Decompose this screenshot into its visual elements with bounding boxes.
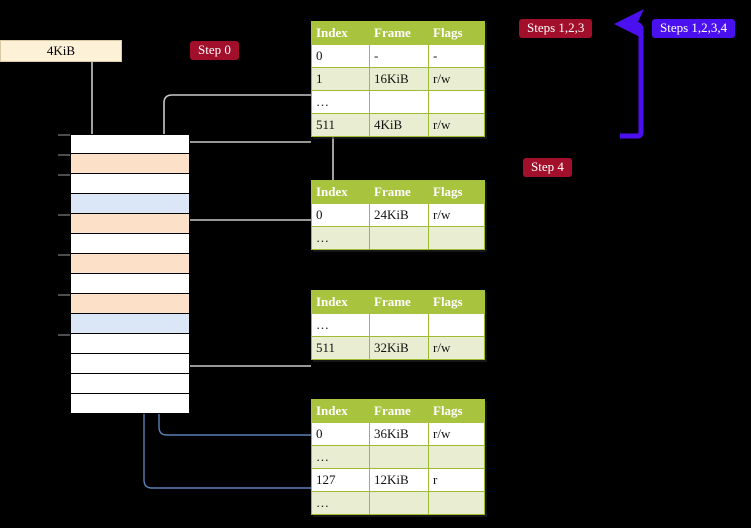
cell-frame [369, 90, 429, 114]
table-row: … [311, 491, 485, 515]
cell-index: 0 [311, 422, 370, 446]
cell-flags: r/w [428, 113, 485, 137]
cell-index: … [311, 90, 370, 114]
cell-index: 511 [311, 113, 370, 137]
column-header-frame: Frame [369, 399, 429, 423]
table-row: … [311, 445, 485, 469]
memory-size-box: 4KiB [0, 40, 122, 62]
cell-flags: r/w [428, 203, 485, 227]
arrow-level1-in [177, 141, 311, 151]
label-steps-1234: Steps 1,2,3,4 [652, 19, 736, 39]
memory-frame-row [70, 394, 190, 414]
column-header-flags: Flags [428, 180, 485, 204]
memory-frame-row [70, 374, 190, 394]
cell-index: … [311, 491, 370, 515]
table-row: … [311, 226, 485, 250]
memory-frame-row [70, 294, 190, 314]
table-row: … [311, 90, 485, 114]
cell-flags: r/w [428, 67, 485, 91]
arrow-steps-bracket [613, 9, 644, 139]
column-header-flags: Flags [428, 290, 485, 314]
label-step-4: Step 4 [523, 158, 572, 178]
cell-index: 511 [311, 336, 370, 360]
cell-index: … [311, 445, 370, 469]
column-header-frame: Frame [369, 180, 429, 204]
column-header-flags: Flags [428, 21, 485, 45]
cell-frame: 36KiB [369, 422, 429, 446]
cell-index: 0 [311, 44, 370, 68]
memory-frame-row [70, 174, 190, 194]
column-header-frame: Frame [369, 290, 429, 314]
cell-index: 0 [311, 203, 370, 227]
memory-frame-row [70, 334, 190, 354]
cell-flags: r/w [428, 422, 485, 446]
label-steps-123: Steps 1,2,3 [519, 19, 593, 39]
arrow-level3-in [181, 336, 311, 367]
column-header-index: Index [311, 290, 370, 314]
cell-frame: 12KiB [369, 468, 429, 492]
cell-flags [428, 90, 485, 114]
table-row: … [311, 313, 485, 337]
cell-index: … [311, 313, 370, 337]
cell-flags: r/w [428, 336, 485, 360]
arrow-level2-in [171, 219, 311, 260]
cell-flags [428, 445, 485, 469]
memory-frame-row [70, 254, 190, 274]
cell-frame: 4KiB [369, 113, 429, 137]
cell-frame: 32KiB [369, 336, 429, 360]
column-header-index: Index [311, 399, 370, 423]
memory-frame-row [70, 354, 190, 374]
cell-index: … [311, 226, 370, 250]
memory-frame-row [70, 194, 190, 214]
cell-frame [369, 445, 429, 469]
memory-frame-row [70, 314, 190, 334]
column-header-index: Index [311, 180, 370, 204]
memory-frame-row [70, 274, 190, 294]
memory-frame-row [70, 154, 190, 174]
memory-frame-row [70, 234, 190, 254]
memory-size-label: 4KiB [46, 43, 76, 58]
cell-flags: r [428, 468, 485, 492]
cell-flags [428, 226, 485, 250]
cell-frame: 16KiB [369, 67, 429, 91]
table-row: 0-- [311, 44, 485, 68]
column-header-flags: Flags [428, 399, 485, 423]
cell-flags [428, 313, 485, 337]
cell-frame [369, 226, 429, 250]
cell-frame: 24KiB [369, 203, 429, 227]
physical-memory-block [70, 134, 190, 414]
cell-frame [369, 313, 429, 337]
column-header-index: Index [311, 21, 370, 45]
cell-flags [428, 491, 485, 515]
cell-index: 127 [311, 468, 370, 492]
column-header-frame: Frame [369, 21, 429, 45]
cell-flags: - [428, 44, 485, 68]
cell-frame: - [369, 44, 429, 68]
cell-index: 1 [311, 67, 370, 91]
label-step-0: Step 0 [190, 41, 239, 61]
cell-frame [369, 491, 429, 515]
memory-frame-row [70, 134, 190, 154]
memory-frame-row [70, 214, 190, 234]
